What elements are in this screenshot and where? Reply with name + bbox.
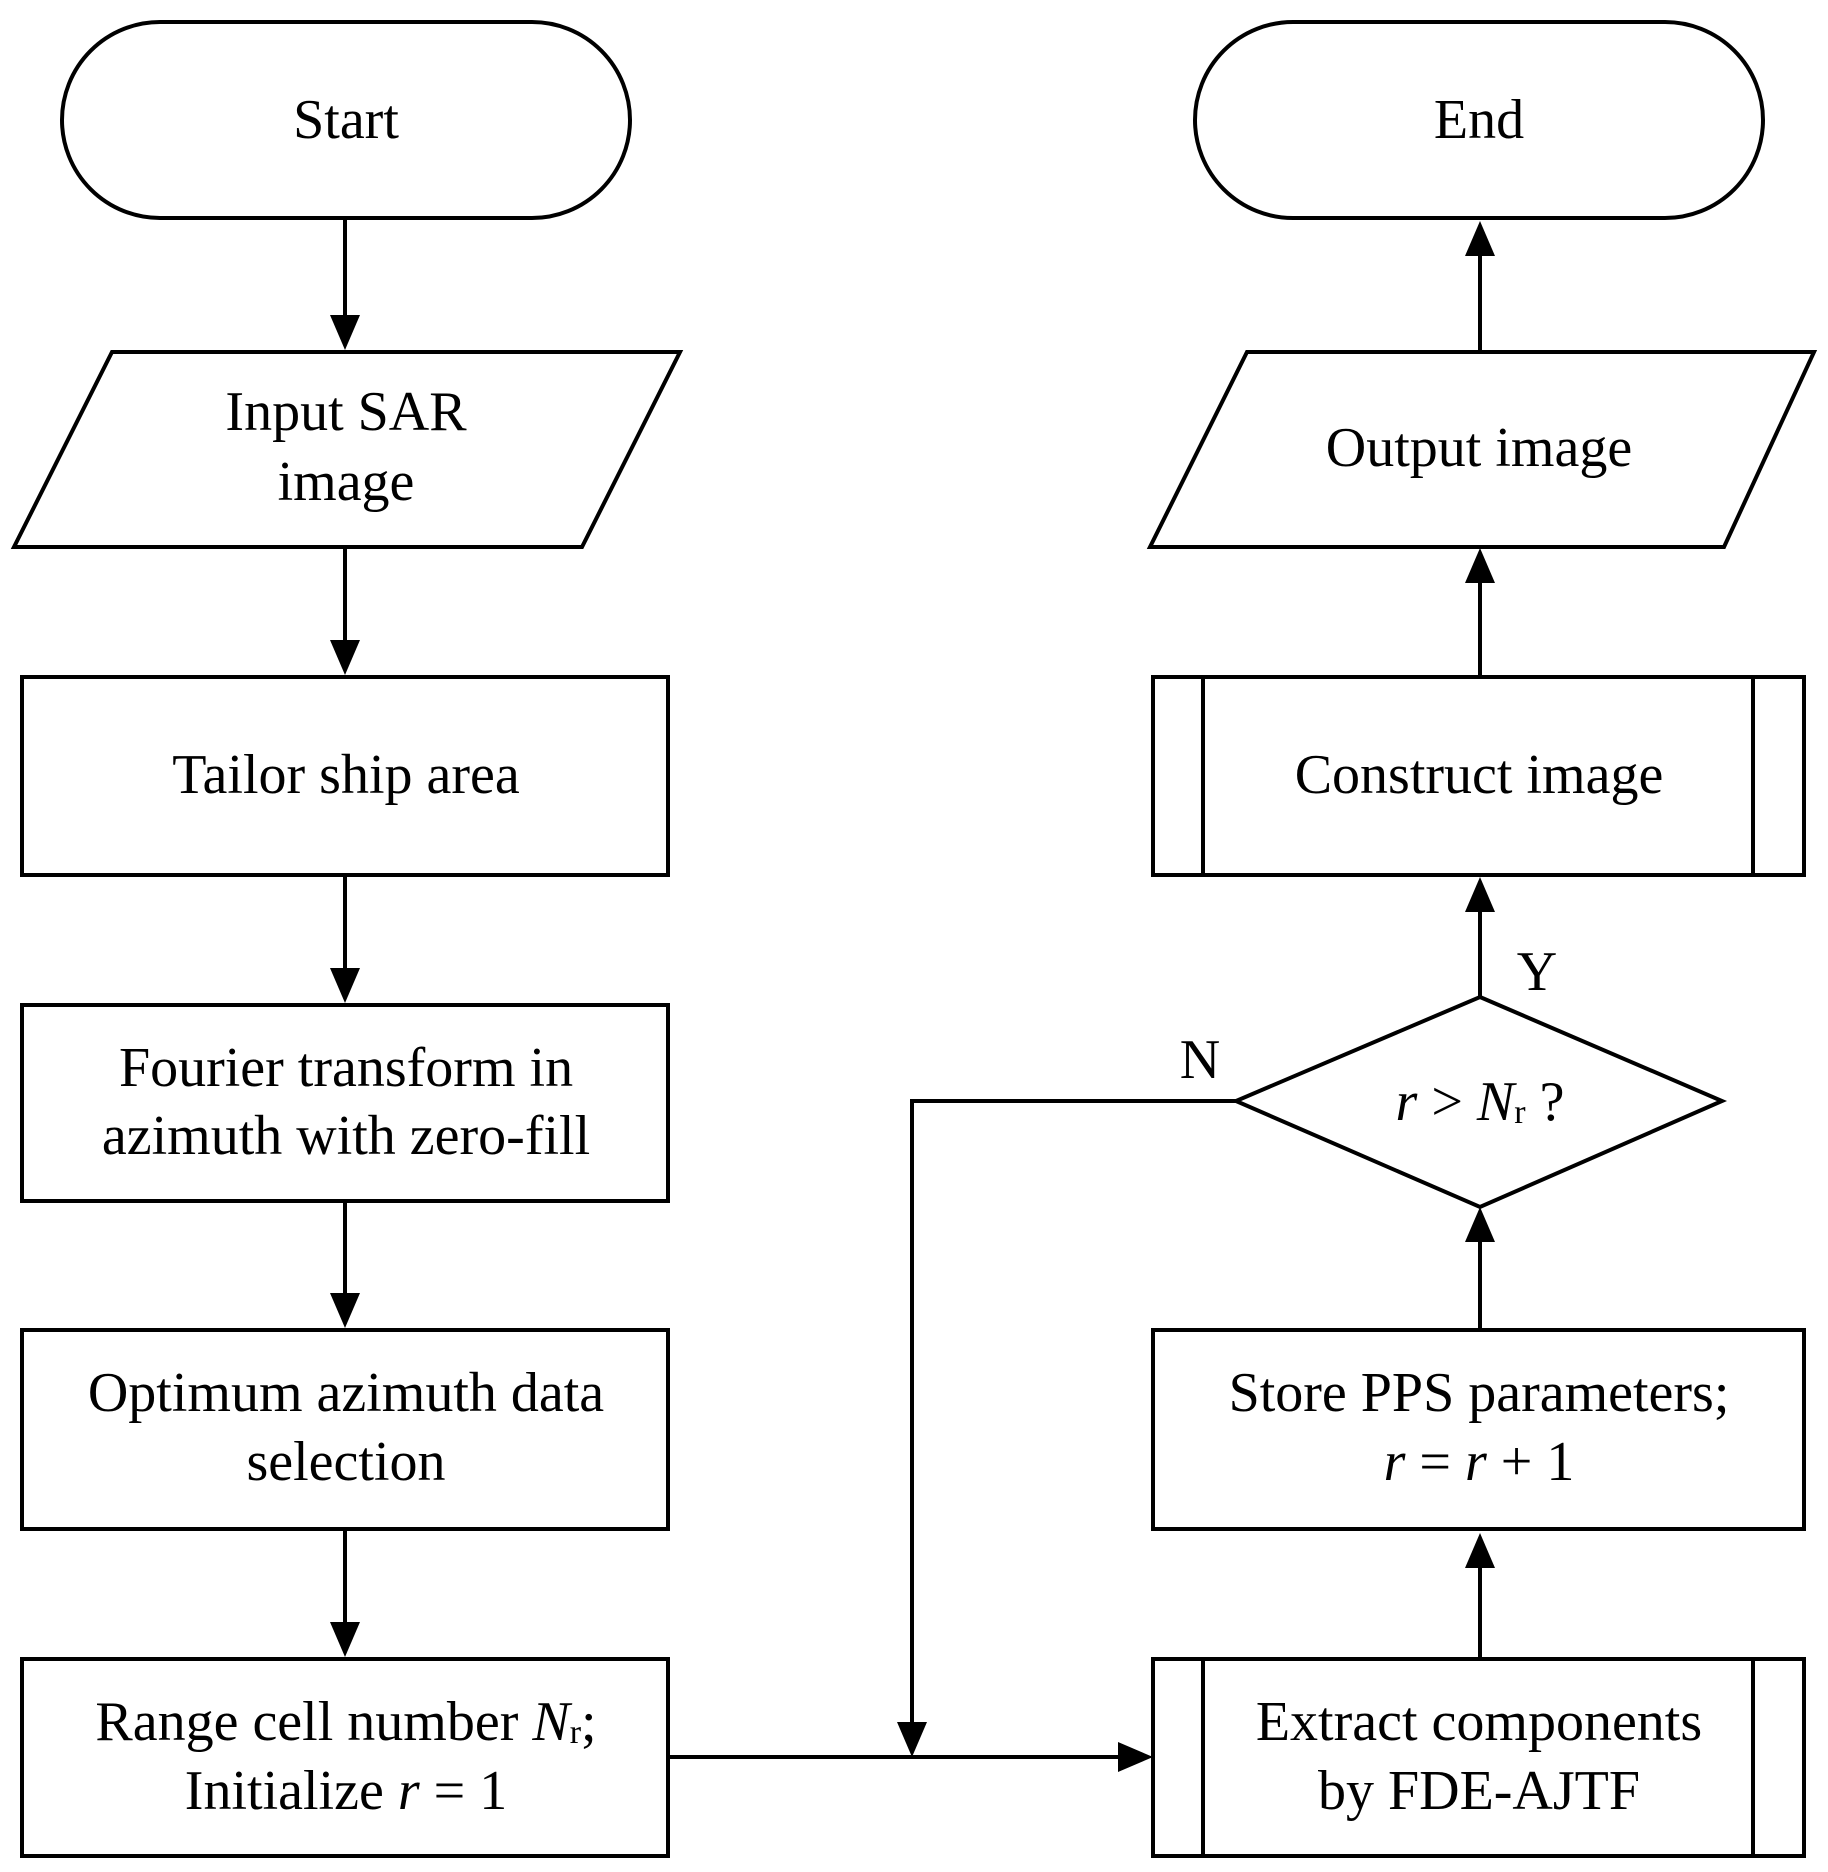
decision-var-n: N [1476,1071,1517,1133]
arrowhead [330,315,360,350]
range-line1-var: N [531,1691,572,1753]
arrowhead [330,968,360,1003]
output-label: Output image [1326,417,1632,479]
fourier-label-line2: azimuth with zero-fill [102,1105,590,1167]
arrowhead [1465,877,1495,912]
connectors [330,217,1495,1772]
node-construct: Construct image [1151,675,1806,877]
store-label-line1: Store PPS parameters; [1229,1362,1730,1424]
node-start: Start [60,20,632,220]
node-output: Output image [1146,350,1818,549]
arrowhead [1465,548,1495,583]
range-line1-end: ; [581,1691,597,1753]
node-store: Store PPS parameters; r = r + 1 [1151,1328,1806,1531]
range-line1-sub: r [570,1714,582,1751]
arrowhead [1118,1742,1153,1772]
optimum-label-line1: Optimum azimuth data [88,1362,604,1424]
node-decision: r > Nr ? [1230,994,1728,1210]
fourier-label-line1: Fourier transform in [119,1037,573,1099]
extract-label-line1: Extract components [1256,1691,1702,1753]
decision-sub: r [1514,1094,1526,1131]
decision-op: > [1417,1071,1477,1133]
node-fourier: Fourier transform in azimuth with zero-f… [20,1003,670,1203]
range-line1-text: Range cell number [95,1691,532,1753]
node-tailor: Tailor ship area [20,675,670,877]
arrowhead [330,1293,360,1328]
range-line2-end: = 1 [420,1760,508,1822]
node-input: Input SAR image [10,350,684,549]
node-range: Range cell number Nr; Initialize r = 1 [20,1657,670,1858]
construct-label: Construct image [1295,744,1664,806]
node-end: End [1193,20,1765,220]
range-line2-text: Initialize [185,1760,398,1822]
range-line2-var: r [398,1760,420,1822]
node-extract: Extract components by FDE-AJTF [1151,1657,1806,1858]
range-label-line2: Initialize r = 1 [185,1760,507,1822]
decision-var-r: r [1396,1071,1418,1133]
edge-decision-no-loop [910,1099,1236,1722]
decision-label: r > Nr ? [1396,1071,1565,1133]
input-label-line2: image [278,451,415,513]
store-label-line2: r = r + 1 [1384,1431,1575,1493]
optimum-label-line2: selection [246,1431,445,1493]
arrowhead [897,1722,927,1757]
edge-label-no: N [1180,1029,1220,1091]
arrowhead [1465,1207,1495,1242]
arrowhead [330,1622,360,1657]
store-line2-end: + 1 [1487,1431,1575,1493]
start-label: Start [293,89,399,151]
arrowhead [1465,221,1495,256]
edge-label-yes: Y [1517,941,1557,1003]
store-line2-var2: r [1465,1431,1487,1493]
tailor-label: Tailor ship area [172,744,520,806]
store-line2-var1: r [1384,1431,1406,1493]
range-label-line1: Range cell number Nr; [95,1691,596,1753]
decision-end: ? [1526,1071,1565,1133]
arrowhead [330,640,360,675]
store-line2-mid: = [1405,1431,1465,1493]
extract-label-line2: by FDE-AJTF [1318,1760,1640,1822]
arrowhead [1465,1533,1495,1568]
input-label-line1: Input SAR [225,381,467,443]
node-optimum: Optimum azimuth data selection [20,1328,670,1531]
end-label: End [1434,89,1524,151]
